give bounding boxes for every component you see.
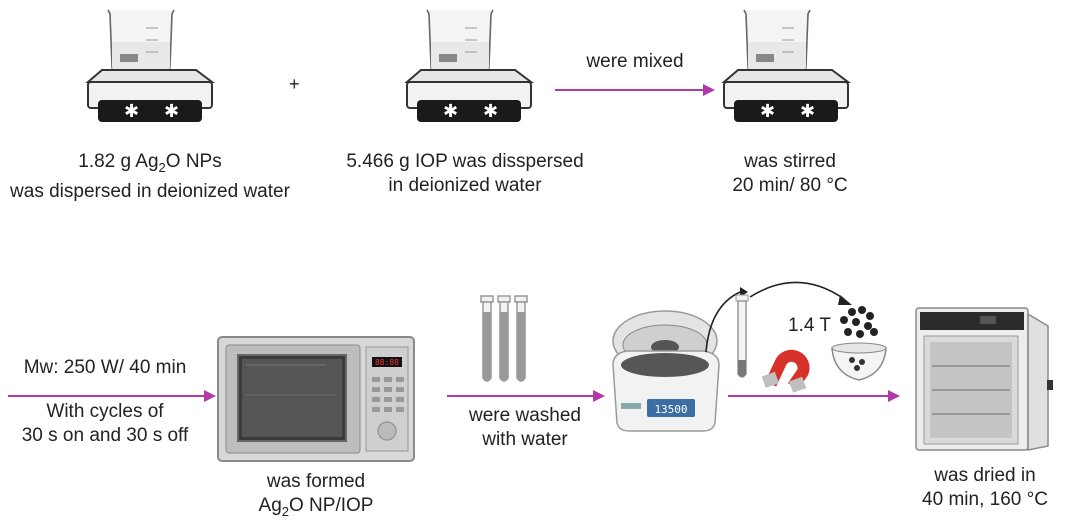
product-formula: Ag2O NP/IOP — [258, 495, 374, 519]
single-tube-icon — [735, 294, 749, 378]
step2-description: in deionized water — [388, 175, 542, 196]
dry-action: was dried in — [934, 465, 1036, 486]
microwave-input-arrow — [8, 390, 216, 402]
microwave-power: Mw: 250 W/ 40 min — [23, 357, 187, 378]
mix-arrow — [555, 84, 715, 96]
dry-arrow — [728, 390, 900, 402]
svg-text:✱: ✱ — [800, 101, 815, 122]
beaker-stirrer-3: ✱ ✱ — [721, 9, 851, 122]
centrifuge-icon: 13500 — [612, 310, 720, 432]
microwave-caption: was formed Ag2O NP/IOP — [216, 470, 416, 524]
mix-arrow-label: were mixed — [586, 51, 684, 72]
centrifuge-display: 13500 — [654, 403, 687, 416]
microwave-cycles-line1: With cycles of — [46, 401, 164, 422]
magnet-icon — [761, 349, 810, 393]
svg-text:✱: ✱ — [443, 101, 458, 122]
step2-amount: 5.466 g IOP was disspersed — [346, 151, 584, 172]
step3-caption: was stirred 20 min/ 80 °C — [715, 150, 865, 198]
step1-caption: 1.82 g Ag2O NPs was dispersed in deioniz… — [0, 150, 300, 204]
dry-conditions: 40 min, 160 °C — [922, 489, 1048, 510]
step3-action: was stirred — [744, 151, 836, 172]
microwave-oven-icon: 88:88 — [217, 336, 415, 462]
curved-arrow-to-crucible — [749, 281, 852, 305]
stirrer-plate-icon: ✱ ✱ — [721, 69, 851, 122]
beaker-icon — [426, 9, 494, 73]
beaker-icon — [107, 9, 175, 73]
test-tubes-icon — [480, 295, 528, 382]
magnet-field-label: 1.4 T — [788, 315, 831, 336]
microwave-cycles-line2: 30 s on and 30 s off — [21, 425, 189, 446]
microwave-result-line1: was formed — [266, 471, 366, 492]
svg-text:✱: ✱ — [164, 101, 179, 122]
svg-text:✱: ✱ — [483, 101, 498, 122]
plus-sign: + — [289, 74, 300, 94]
wash-arrow — [447, 390, 605, 402]
microwave-conditions: Mw: 250 W/ 40 min With cycles of 30 s on… — [0, 356, 210, 448]
step3-conditions: 20 min/ 80 °C — [732, 175, 848, 196]
svg-text:✱: ✱ — [760, 101, 775, 122]
step1-description: was dispersed in deionized water — [10, 180, 290, 202]
stirrer-plate-icon: ✱ ✱ — [404, 69, 534, 122]
wash-label: were washed with water — [440, 404, 610, 452]
beaker-stirrer-1: ✱ ✱ — [85, 9, 215, 122]
wash-label-line1: were washed — [469, 405, 581, 426]
beaker-stirrer-2: ✱ ✱ — [404, 9, 534, 122]
drying-oven-icon — [915, 307, 1053, 451]
crucible-particles-icon — [831, 306, 887, 381]
microwave-display: 88:88 — [375, 358, 399, 367]
step2-caption: 5.466 g IOP was disspersed in deionized … — [320, 150, 610, 198]
stirrer-plate-icon: ✱ ✱ — [85, 69, 215, 122]
svg-text:✱: ✱ — [124, 101, 139, 122]
beaker-icon — [743, 9, 811, 73]
step1-amount: 1.82 g Ag2O NPs — [78, 151, 222, 175]
dry-caption: was dried in 40 min, 160 °C — [905, 464, 1065, 512]
wash-label-line2: with water — [482, 429, 568, 450]
